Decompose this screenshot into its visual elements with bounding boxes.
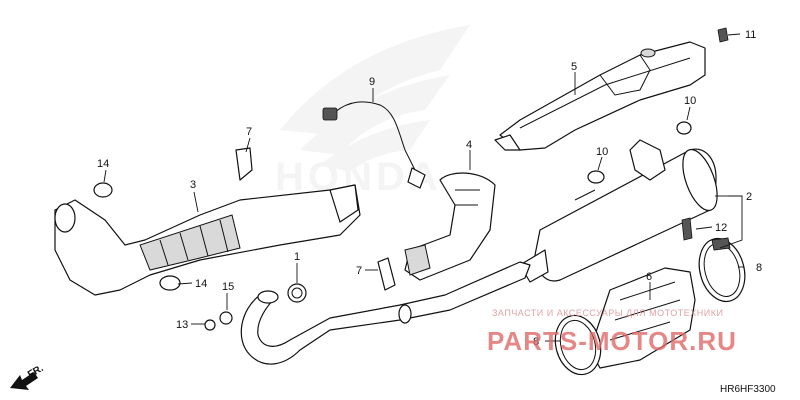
heat-shield-top: [494, 41, 706, 151]
callout-4: 4: [466, 139, 472, 151]
callout-13: 13: [176, 319, 188, 331]
watermark-site: PARTS-MOTOR.RU: [487, 326, 737, 356]
callout-11: 11: [745, 29, 756, 41]
front-label: FR.: [26, 363, 46, 381]
gasket-1: [287, 283, 307, 303]
callout-5: 5: [571, 61, 577, 73]
washer-15: [219, 311, 233, 325]
callout-10a: 10: [596, 146, 608, 158]
callout-labels: 11 2 3 4 5 6 7 7 8 8 9 10 10 12 13 14 14…: [97, 29, 762, 348]
callout-14a: 14: [97, 158, 109, 170]
oxygen-sensor: [322, 101, 426, 189]
watermark-tagline: ЗАПЧАСТИ И АКСЕССУАРЫ ДЛЯ МОТОТЕХНИКИ: [492, 308, 723, 318]
callout-10b: 10: [684, 95, 696, 107]
arrow-icon: [10, 372, 38, 390]
callout-1: 1: [294, 251, 300, 263]
callout-12: 12: [715, 222, 727, 234]
callout-7b: 7: [356, 265, 362, 277]
honda-wing-logo: HONDA: [275, 25, 470, 199]
band-clamp-front: [554, 314, 602, 376]
hose-clamp-14b: [159, 275, 181, 291]
hose-clamp-14a: [93, 182, 113, 198]
band-clamp-rear: [698, 237, 746, 303]
callout-14b: 14: [195, 278, 207, 290]
callout-8a: 8: [756, 262, 762, 274]
callout-15: 15: [222, 281, 234, 293]
callout-9: 9: [369, 76, 375, 88]
grommet-10a: [587, 170, 605, 184]
grommet-10b: [676, 121, 692, 135]
clip-7a: [235, 147, 253, 181]
muffler: [519, 139, 718, 283]
bolt-12: [681, 217, 693, 241]
heat-shield-lower: [589, 267, 696, 369]
leader-lines: [103, 33, 744, 342]
callout-8b: 8: [533, 336, 539, 348]
callout-6: 6: [646, 271, 652, 283]
site-watermark: ЗАПЧАСТИ И АКСЕССУАРЫ ДЛЯ МОТОТЕХНИКИ PA…: [487, 308, 737, 356]
callout-2: 2: [746, 191, 752, 203]
callout-3: 3: [190, 179, 196, 191]
front-direction-indicator: FR.: [10, 363, 46, 390]
diagram-code: HR6HF3300: [720, 384, 776, 395]
exhaust-manifold: [54, 184, 361, 296]
bolt-11: [717, 27, 729, 43]
mid-pipe-shield: [377, 172, 496, 291]
hardware: [93, 27, 729, 331]
exhaust-pipe: [240, 261, 531, 365]
callout-7a: 7: [246, 126, 252, 138]
nut-13: [204, 319, 216, 331]
